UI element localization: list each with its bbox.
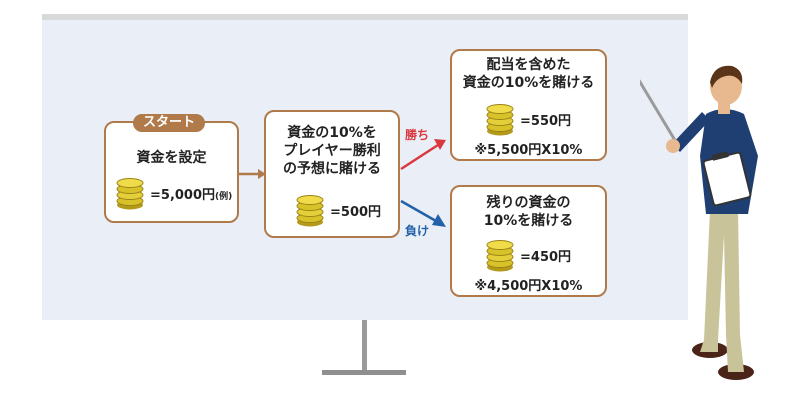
start-amount-note: (例) <box>215 191 233 202</box>
start-box: 資金を設定 =5,000円(例) <box>104 121 239 223</box>
whiteboard-stand-foot <box>322 370 406 375</box>
win-label: 勝ち <box>405 128 430 142</box>
win-box-line1: 配当を含めた <box>486 57 571 73</box>
win-formula: ※5,500円X10% <box>474 143 583 158</box>
win-box-line2: 資金の10%を賭ける <box>462 75 595 91</box>
whiteboard-stand-pole <box>362 320 367 372</box>
coin-stack-icon <box>486 240 514 272</box>
lose-box-line2: 10%を賭ける <box>483 213 574 229</box>
lose-coin-row: =450円 <box>484 237 571 273</box>
lose-box: 残りの資金の 10%を賭ける =450円 ※4,500円X10% <box>450 185 607 297</box>
lose-arrow <box>400 199 446 227</box>
coin-stack-icon <box>486 104 514 136</box>
bet-coin-row: =500円 <box>294 192 381 228</box>
win-amount: =550円 <box>520 113 572 129</box>
lose-amount: =450円 <box>520 249 572 265</box>
pointer-stick <box>640 79 678 144</box>
raised-hand <box>666 139 680 153</box>
start-coin-row: =5,000円(例) <box>114 175 232 211</box>
start-amount: =5,000円(例) <box>150 187 233 203</box>
coin-stack-icon <box>296 195 324 227</box>
start-to-bet-arrow <box>238 169 266 179</box>
lose-box-line1: 残りの資金の <box>486 195 571 211</box>
raised-arm <box>672 112 710 152</box>
hair <box>710 65 743 88</box>
win-arrow <box>400 139 446 171</box>
bet-amount: =500円 <box>330 204 382 220</box>
trousers <box>704 210 740 340</box>
whiteboard-top-rail <box>42 14 688 20</box>
bet-box-line1: 資金の10%を <box>287 125 377 141</box>
win-box: 配当を含めた 資金の10%を賭ける =550円 ※5,500円X10% <box>450 49 607 161</box>
lose-label: 負け <box>405 224 430 238</box>
coin-stack-icon <box>116 178 144 210</box>
start-box-text: 資金を設定 <box>136 150 207 166</box>
start-badge: スタート <box>133 114 206 132</box>
bet-box-line2: プレイヤー勝利 <box>283 143 381 159</box>
presenter-illustration <box>640 65 758 380</box>
win-coin-row: =550円 <box>484 101 571 137</box>
lose-formula: ※4,500円X10% <box>474 279 583 294</box>
bet-box: 資金の10%を プレイヤー勝利 の予想に賭ける =500円 <box>264 110 400 238</box>
bet-box-line3: の予想に賭ける <box>283 161 381 177</box>
